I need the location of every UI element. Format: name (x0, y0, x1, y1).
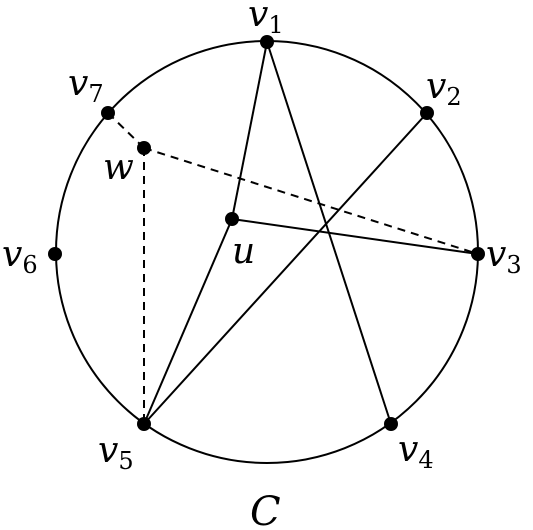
circle-c (55, 40, 479, 464)
label-v6: v6 (2, 234, 38, 279)
vertex-v4 (384, 417, 398, 431)
label-v2: v2 (426, 66, 462, 111)
vertex-v2 (420, 106, 434, 120)
label-v4: v4 (398, 429, 434, 474)
label-v3: v3 (486, 234, 522, 279)
label-v1: v1 (248, 0, 284, 39)
vertex-w (137, 141, 151, 155)
edge-u-v3 (231, 218, 479, 255)
edge-w-v3 (143, 147, 479, 255)
vertex-v5 (137, 417, 151, 431)
label-u: u (232, 231, 255, 272)
vertex-v6 (48, 247, 62, 261)
edge-u-v5 (143, 218, 233, 425)
label-circle-c: C (250, 489, 281, 530)
vertex-u (225, 212, 239, 226)
label-w: w (103, 147, 134, 188)
label-v5: v5 (98, 430, 134, 475)
vertex-v7 (101, 106, 115, 120)
edges-layer (107, 41, 479, 425)
vertex-v1 (260, 35, 274, 49)
edge-v1-u (231, 41, 268, 220)
vertices-layer (48, 35, 485, 431)
vertex-v3 (471, 247, 485, 261)
edge-v2-v5 (143, 112, 428, 425)
edge-v7-w (107, 112, 145, 149)
label-v7: v7 (68, 63, 104, 108)
